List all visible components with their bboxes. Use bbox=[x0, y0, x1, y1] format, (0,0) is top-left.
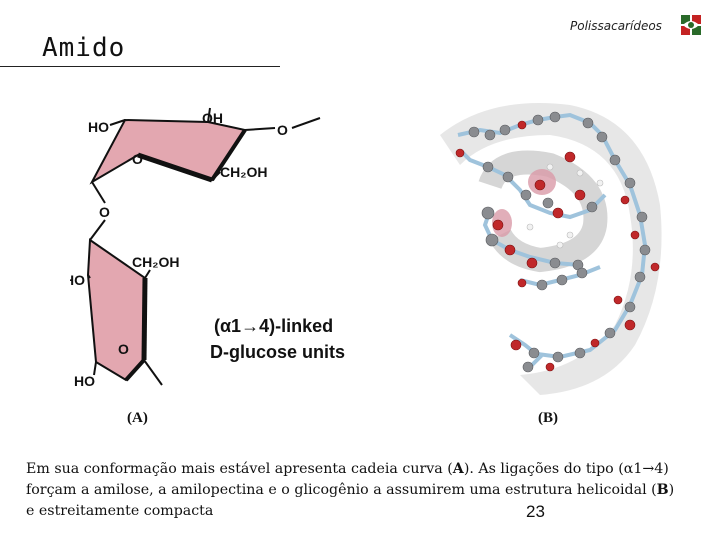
linkage-label-line2: D-glucose units bbox=[210, 342, 345, 362]
label-o-ring-top: O bbox=[132, 151, 143, 167]
slide-title: Amido bbox=[42, 33, 126, 63]
title-underline bbox=[0, 66, 280, 67]
glucose-chain-diagram: HO OH O O CH₂OH O CH₂OH HO O HO (α1→4)-l… bbox=[70, 107, 345, 389]
label-ch2oh-top: CH₂OH bbox=[220, 164, 267, 180]
helix-molecular-model bbox=[440, 103, 662, 395]
carbon-atoms bbox=[468, 111, 651, 373]
label-o-ring-bottom: O bbox=[118, 341, 129, 357]
label-ch2oh-bottom: CH₂OH bbox=[132, 254, 179, 270]
hydrogen-atoms bbox=[526, 163, 604, 249]
caption-b: (B) bbox=[538, 410, 558, 426]
body-part2: ). As ligações do tipo (α1→4) forçam a a… bbox=[26, 461, 669, 498]
body-bold-b: B bbox=[656, 482, 669, 498]
oxygen-atoms bbox=[455, 120, 660, 372]
label-ho-top: HO bbox=[88, 119, 109, 135]
label-o-bridge: O bbox=[99, 204, 110, 220]
page-number: 23 bbox=[526, 502, 545, 521]
label-ho-middle: HO bbox=[70, 272, 85, 288]
body-bold-a: A bbox=[452, 461, 464, 477]
label-oh-top: OH bbox=[202, 110, 223, 126]
linkage-label-line1: (α1→4)-linked bbox=[214, 316, 333, 336]
body-part3: ) e estreitamente compacta bbox=[26, 482, 675, 519]
section-label: Polissacarídeos bbox=[570, 19, 662, 33]
label-o-link-right: O bbox=[277, 122, 288, 138]
label-ho-bottom: HO bbox=[74, 373, 95, 389]
caption-a: (A) bbox=[127, 410, 148, 426]
university-logo-icon bbox=[681, 15, 701, 35]
body-paragraph: Em sua conformação mais estável apresent… bbox=[26, 459, 676, 522]
body-part1: Em sua conformação mais estável apresent… bbox=[26, 461, 453, 477]
